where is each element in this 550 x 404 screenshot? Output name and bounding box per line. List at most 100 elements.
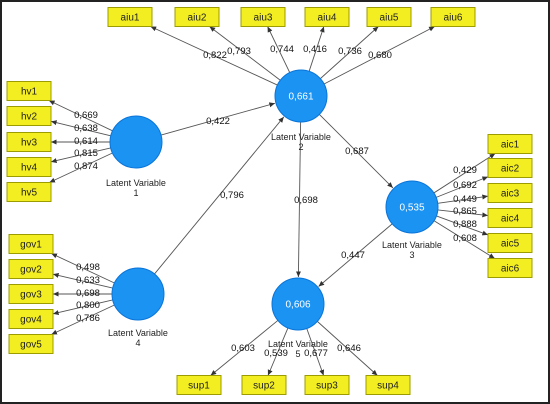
indicator-box[interactable] bbox=[8, 234, 54, 254]
indicator-box[interactable] bbox=[8, 284, 54, 304]
indicator-box[interactable] bbox=[487, 134, 533, 154]
latent-variable-circle[interactable] bbox=[109, 115, 163, 169]
indicator-gov1[interactable]: gov1 bbox=[8, 234, 54, 254]
indicator-box[interactable] bbox=[241, 375, 287, 395]
latent-variable-circle[interactable] bbox=[111, 267, 165, 321]
indicator-sup3[interactable]: sup3 bbox=[304, 375, 350, 395]
latent-variable-circle[interactable] bbox=[385, 180, 439, 234]
indicator-aiu3[interactable]: aiu3 bbox=[240, 7, 286, 27]
loading-arrow-sup3 bbox=[306, 328, 325, 376]
loading-arrow-aiu2 bbox=[209, 26, 281, 81]
path-arrow-lv2-lv3 bbox=[319, 114, 394, 189]
indicator-box[interactable] bbox=[6, 157, 52, 177]
loading-value-aic5: 0,888 bbox=[453, 219, 477, 230]
indicator-hv3[interactable]: hv3 bbox=[6, 132, 52, 152]
loading-arrow-sup2 bbox=[267, 327, 289, 376]
loading-arrow-sup4 bbox=[317, 321, 378, 376]
indicator-box[interactable] bbox=[6, 182, 52, 202]
indicator-gov4[interactable]: gov4 bbox=[8, 309, 54, 329]
path-coefficient: 0,447 bbox=[341, 250, 365, 261]
indicator-aic4[interactable]: aic4 bbox=[487, 208, 533, 228]
loading-value-sup4: 0,646 bbox=[337, 343, 361, 354]
indicator-hv5[interactable]: hv5 bbox=[6, 182, 52, 202]
indicator-aic3[interactable]: aic3 bbox=[487, 183, 533, 203]
loading-value-aic1: 0,429 bbox=[453, 165, 477, 176]
loading-value-gov5: 0,786 bbox=[76, 313, 100, 324]
indicator-sup2[interactable]: sup2 bbox=[241, 375, 287, 395]
loading-value-hv3: 0,614 bbox=[74, 136, 98, 147]
loading-value-hv1: 0,669 bbox=[74, 110, 98, 121]
indicator-sup4[interactable]: sup4 bbox=[365, 375, 411, 395]
loading-arrow-aic4 bbox=[437, 209, 489, 218]
indicator-label: gov4 bbox=[20, 315, 42, 326]
indicator-aic5[interactable]: aic5 bbox=[487, 233, 533, 253]
indicator-label: sup2 bbox=[253, 381, 275, 392]
loading-arrow-aic2 bbox=[435, 176, 489, 198]
loading-arrow-gov2 bbox=[52, 272, 113, 289]
indicator-box[interactable] bbox=[487, 258, 533, 278]
loading-value-aiu3: 0,744 bbox=[270, 44, 294, 55]
loading-arrow-aic5 bbox=[436, 215, 489, 236]
latent-variable-circle[interactable] bbox=[274, 69, 328, 123]
indicator-box[interactable] bbox=[176, 375, 222, 395]
path-arrow-lv1-lv2 bbox=[160, 102, 276, 136]
indicator-label: aic3 bbox=[501, 189, 520, 200]
loading-value-aic4: 0,865 bbox=[453, 206, 477, 217]
indicator-box[interactable] bbox=[240, 7, 286, 27]
indicator-box[interactable] bbox=[366, 7, 412, 27]
indicator-box[interactable] bbox=[8, 309, 54, 329]
indicator-label: hv1 bbox=[21, 87, 38, 98]
indicator-hv4[interactable]: hv4 bbox=[6, 157, 52, 177]
indicator-aiu5[interactable]: aiu5 bbox=[366, 7, 412, 27]
loading-arrow-aic6 bbox=[433, 220, 495, 259]
loading-value-gov4: 0,800 bbox=[76, 300, 100, 311]
indicator-box[interactable] bbox=[304, 7, 350, 27]
indicator-box[interactable] bbox=[430, 7, 476, 27]
indicator-box[interactable] bbox=[107, 7, 153, 27]
indicator-box[interactable] bbox=[6, 106, 52, 126]
indicator-box[interactable] bbox=[365, 375, 411, 395]
indicator-aiu2[interactable]: aiu2 bbox=[174, 7, 220, 27]
indicator-box[interactable] bbox=[487, 158, 533, 178]
indicator-gov3[interactable]: gov3 bbox=[8, 284, 54, 304]
loading-arrow-aic1 bbox=[433, 153, 496, 194]
indicator-label: gov3 bbox=[20, 290, 42, 301]
latent-variable-label: Latent Variable bbox=[382, 240, 442, 250]
indicator-box[interactable] bbox=[8, 259, 54, 279]
indicator-aic1[interactable]: aic1 bbox=[487, 134, 533, 154]
indicator-box[interactable] bbox=[8, 334, 54, 354]
indicator-aiu1[interactable]: aiu1 bbox=[107, 7, 153, 27]
indicator-box[interactable] bbox=[304, 375, 350, 395]
loading-arrow-aiu4 bbox=[308, 26, 325, 72]
indicator-label: aic2 bbox=[501, 164, 520, 175]
path-coefficient: 0,422 bbox=[206, 116, 230, 127]
latent-variable-label: Latent Variable bbox=[268, 339, 328, 349]
latent-variable-circle[interactable] bbox=[271, 277, 325, 331]
indicator-box[interactable] bbox=[174, 7, 220, 27]
indicator-aiu6[interactable]: aiu6 bbox=[430, 7, 476, 27]
indicator-hv1[interactable]: hv1 bbox=[6, 81, 52, 101]
latent-variable-label: 4 bbox=[135, 338, 140, 348]
indicator-gov2[interactable]: gov2 bbox=[8, 259, 54, 279]
indicator-box[interactable] bbox=[487, 233, 533, 253]
loading-value-aic6: 0,608 bbox=[453, 233, 477, 244]
indicator-box[interactable] bbox=[6, 132, 52, 152]
loading-arrow-hv2 bbox=[50, 120, 111, 137]
indicator-aic6[interactable]: aic6 bbox=[487, 258, 533, 278]
indicator-box[interactable] bbox=[487, 183, 533, 203]
indicator-box[interactable] bbox=[487, 208, 533, 228]
indicator-aic2[interactable]: aic2 bbox=[487, 158, 533, 178]
indicator-gov5[interactable]: gov5 bbox=[8, 334, 54, 354]
indicator-sup1[interactable]: sup1 bbox=[176, 375, 222, 395]
loading-value-aiu6: 0,680 bbox=[368, 50, 392, 61]
indicator-box[interactable] bbox=[6, 81, 52, 101]
indicator-hv2[interactable]: hv2 bbox=[6, 106, 52, 126]
latent-variable-label: 2 bbox=[298, 142, 303, 152]
indicator-aiu4[interactable]: aiu4 bbox=[304, 7, 350, 27]
